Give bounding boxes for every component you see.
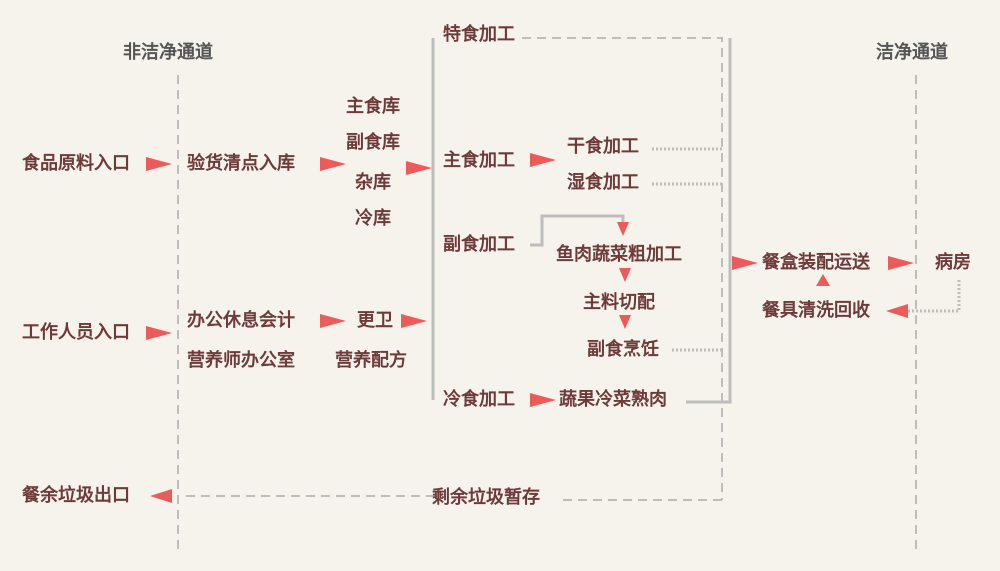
arrow-office-to-changing [320,314,346,328]
arrow-rough-to-prep [619,268,631,282]
arrow-into-rough [617,222,629,236]
staple-processing: 主食加工 [443,150,515,171]
special-food-path [522,37,723,500]
cold-dish-meat: 蔬果冷菜熟肉 [559,389,667,410]
side-food-processing: 副食加工 [443,234,515,255]
arrow-assemble-to-ward [888,256,914,270]
arrow-storage-to-processing [406,161,432,175]
arrow-food-to-inspect [146,157,172,171]
waste-exit: 餐余垃圾出口 [22,485,130,506]
arrow-staff-to-office [146,326,172,340]
nutrition-formula: 营养配方 [335,350,407,371]
arrow-ward-to-recycle [886,304,908,318]
waste-temporary-storage: 剩余垃圾暂存 [432,487,540,508]
nutritionist-office: 营养师办公室 [187,350,295,371]
cold-storage: 冷库 [355,208,391,229]
misc-storage: 杂库 [355,172,391,193]
arrow-cold-to-dish [530,393,556,407]
arrow-inspect-to-storage [320,157,346,171]
staff-entrance: 工作人员入口 [22,322,130,343]
side-to-rough-path [530,214,625,247]
inspect-storage: 验货清点入库 [187,153,295,174]
side-dish-cooking: 副食烹饪 [587,339,659,360]
food-entrance: 食品原料入口 [22,153,130,174]
special-food-processing: 特食加工 [443,24,515,45]
main-ingredient-prep: 主料切配 [583,292,655,313]
rough-processing: 鱼肉蔬菜粗加工 [556,244,682,265]
arrow-prep-to-cook [619,315,631,329]
non-clean-channel-header: 非洁净通道 [123,42,213,63]
changing-room: 更卫 [357,310,393,331]
ward-return-path [900,280,961,313]
clean-channel-header: 洁净通道 [876,42,948,63]
cold-food-processing: 冷食加工 [443,389,515,410]
wet-food-processing: 湿食加工 [567,172,639,193]
ward: 病房 [935,252,971,273]
arrow-recycle-to-assemble [816,274,830,286]
arrow-to-assemble [732,256,758,270]
arrow-changing-to-processing [401,314,427,328]
staple-storage: 主食库 [346,96,400,117]
side-storage: 副食库 [346,132,400,153]
arrow-waste-to-exit [150,489,172,503]
arrow-staple-to-dry [530,153,556,167]
dry-food-processing: 干食加工 [567,136,639,157]
tableware-recycling: 餐具清洗回收 [762,300,870,321]
box-assembly-delivery: 餐盒装配运送 [762,252,870,273]
right-collector [686,38,732,404]
office-rest: 办公休息会计 [187,310,295,331]
